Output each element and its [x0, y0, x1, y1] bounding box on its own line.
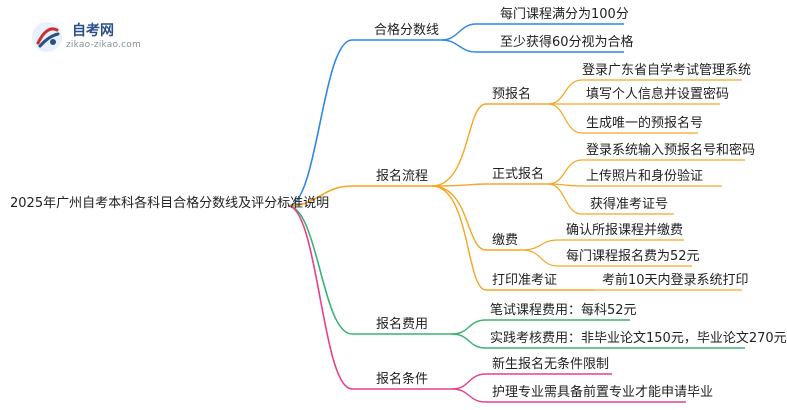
branch-registration-conditions: 报名条件 — [376, 372, 429, 387]
leaf-fee-per-course: 每门课程报名费为52元 — [566, 249, 700, 264]
link-b3-c0 — [451, 373, 487, 390]
node-payment: 缴费 — [492, 233, 519, 248]
logo-emblem-icon — [32, 22, 62, 52]
node-print-admission: 打印准考证 — [492, 273, 558, 288]
leaf-get-admission-number: 获得准考证号 — [590, 197, 669, 212]
link-b1-c2 — [431, 185, 487, 251]
leaf-upload-photo: 上传照片和身份验证 — [586, 169, 704, 184]
link-b1-c0 — [431, 103, 487, 187]
link-b2-c1 — [451, 333, 487, 349]
node-pre-registration: 预报名 — [492, 87, 532, 102]
link-b0-c0 — [441, 23, 477, 41]
leaf-confirm-pay: 确认所报课程并缴费 — [566, 223, 684, 238]
leaf-enter-number: 登录系统输入预报名号和密码 — [586, 143, 756, 158]
link-root-b0 — [287, 39, 353, 207]
site-logo: 自考网 zikao-zikao.com — [28, 18, 148, 58]
logo-url: zikao-zikao.com — [66, 40, 141, 50]
node-pass-score: 至少获得60分视为合格 — [500, 35, 634, 50]
leaf-fill-info: 填写个人信息并设置密码 — [586, 87, 730, 102]
branch-registration-fees: 报名费用 — [376, 317, 429, 332]
link-b1-c0-l0 — [547, 79, 583, 105]
link-b2-c0 — [451, 319, 487, 335]
link-root-b2 — [287, 205, 353, 335]
link-b1-c1-l2 — [547, 183, 583, 215]
node-written-fee: 笔试课程费用：每科52元 — [490, 303, 637, 318]
leaf-generate-number: 生成唯一的预报名号 — [586, 116, 704, 131]
leaf-login-system: 登录广东省自学考试管理系统 — [582, 63, 752, 78]
mindmap-links — [287, 23, 745, 403]
link-b1-c1-l0 — [547, 159, 583, 185]
node-formal-registration: 正式报名 — [492, 167, 545, 182]
leaf-print-before-exam: 考前10天内登录系统打印 — [602, 273, 749, 288]
link-b1-c0-l2 — [547, 103, 583, 134]
node-full-score: 每门课程满分为100分 — [500, 7, 629, 22]
branch-passing-score: 合格分数线 — [374, 23, 440, 38]
link-b0-c1 — [441, 39, 477, 53]
link-b1-c1 — [431, 183, 487, 187]
branch-registration-process: 报名流程 — [376, 169, 429, 184]
node-nursing-requirement: 护理专业需具备前置专业才能申请毕业 — [492, 385, 714, 400]
node-practice-fee: 实践考核费用：非毕业论文150元，毕业论文270元 — [490, 331, 787, 346]
link-root-b3 — [287, 205, 353, 390]
logo-name: 自考网 — [72, 23, 114, 39]
root-topic: 2025年广州自考本科各科目合格分数线及评分标准说明 — [10, 196, 330, 211]
node-new-student: 新生报名无条件限制 — [492, 357, 610, 372]
link-root-b1 — [287, 185, 353, 207]
link-b1-c2-l1 — [521, 249, 559, 267]
link-b3-c1 — [451, 388, 487, 403]
link-b1-c2-l0 — [521, 239, 559, 251]
mindmap-canvas: 自考网 zikao-zikao.com — [10, 7, 787, 403]
link-b1-c3 — [431, 185, 487, 291]
